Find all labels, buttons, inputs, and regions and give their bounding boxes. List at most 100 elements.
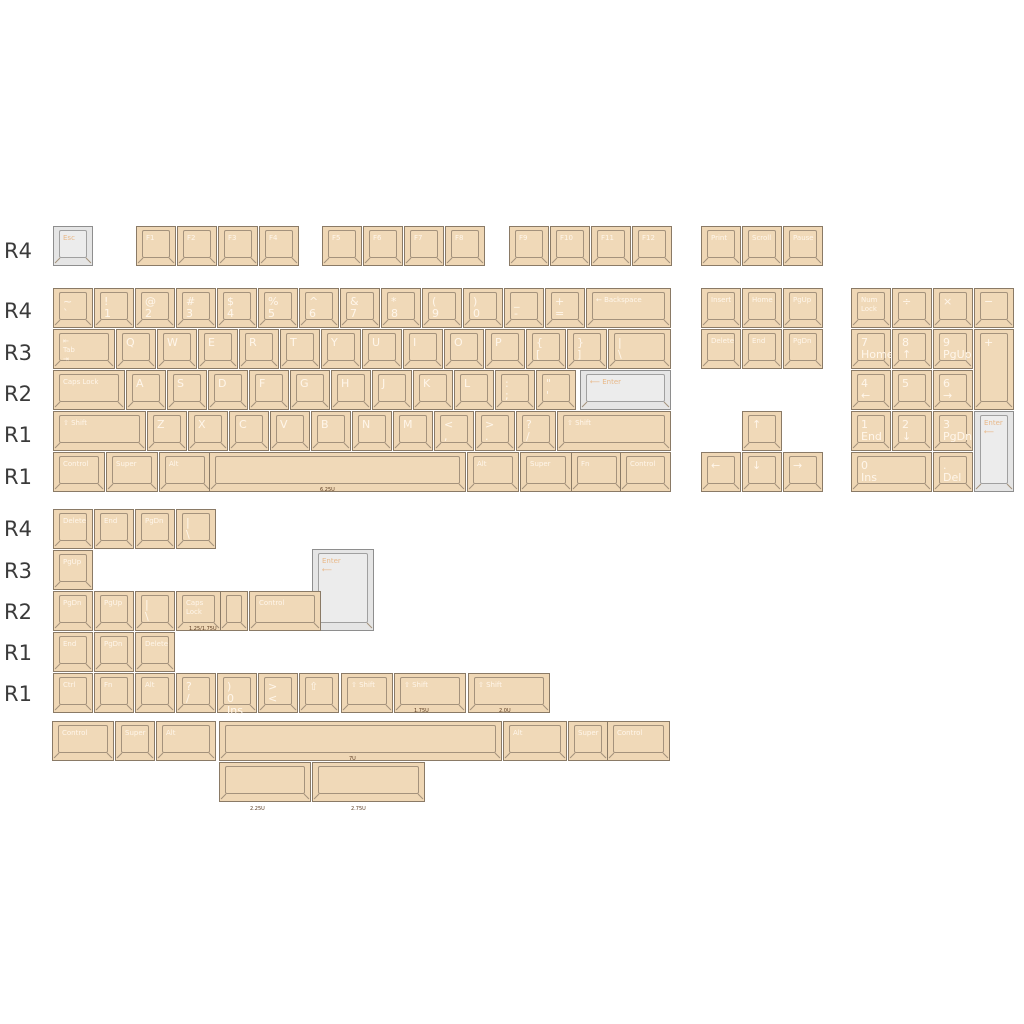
row-label: R4 [4,239,32,263]
keycap-bevel [250,371,288,409]
keycap-end: End [742,329,782,369]
keycap-bevel [158,330,196,368]
keycap-control: Control [607,721,670,761]
keycap-bevel [394,412,432,450]
keycap-bevel [127,371,165,409]
keycap-bevel [569,722,607,760]
keycap-minus: − [974,288,1014,328]
keycap-bevel [54,674,92,712]
keycap-bevel [743,227,781,265]
keycap-blank: $ 4 [217,288,257,328]
size-note: 1.25/1.75U [189,626,217,632]
keycap-bevel [136,592,174,630]
keycap-blank: ) 0 [463,288,503,328]
keycap-bevel [476,412,514,450]
keycap-bevel [934,330,972,368]
keycap-bevel [259,289,297,327]
keycap-bevel [496,371,534,409]
keycap-bevel [621,453,670,491]
keycap-bevel [221,592,247,630]
keycap-super: Super [115,721,155,761]
keycap-bevel [581,371,670,409]
keycap-bevel [136,510,174,548]
row-label: R3 [4,341,32,365]
keycap-pgdn: PgDn [94,632,134,672]
keycap-ctrl: Ctrl [53,673,93,713]
keycap-bevel [364,227,402,265]
keycap-bevel [260,227,298,265]
keycap-bevel [486,330,524,368]
keycap-pgup: PgUp [783,288,823,328]
keycap-bevel [537,371,575,409]
keycap-alt: Alt [467,452,519,492]
keycap-bevel [322,330,360,368]
size-note: 2.0U [499,708,511,714]
keycap-blank [312,762,425,802]
keycap-o: O [444,329,484,369]
keycap-bevel [743,412,781,450]
keycap-bevel [975,330,1013,409]
keycap-blank: % 5 [258,288,298,328]
size-note: 2.75U [351,806,366,812]
keycap-bevel [313,763,424,801]
keycap-n: N [352,411,392,451]
keycap-backspace: ← Backspace [586,288,671,328]
keycap-g: G [290,370,330,410]
keycap-f3: F3 [218,226,258,266]
keycap-bevel [107,453,157,491]
row-label: R1 [4,641,32,665]
keycap-blank: | \ [608,329,671,369]
keycap-blank [219,721,502,761]
keycap-f7: F7 [404,226,444,266]
keycap-l: L [454,370,494,410]
keycap-blank: " ' [536,370,576,410]
keycap-bevel [177,674,215,712]
keycap-shift: ⇧ Shift [394,673,466,713]
keycap-bevel [291,371,329,409]
keycap-bevel [136,633,174,671]
keycap-bevel [609,330,670,368]
keycap-bevel [395,674,465,712]
keycap-pgdn: PgDn [783,329,823,369]
keycap-bevel [784,289,822,327]
keycap-x: X [188,411,228,451]
keycap-z: Z [147,411,187,451]
keycap-f5: F5 [322,226,362,266]
keycap-bevel [363,330,401,368]
keycap-bevel [160,453,210,491]
keycap-bevel [54,633,92,671]
keycap-blank: ~ ` [53,288,93,328]
keycap-blank [220,591,248,631]
keycap-bevel [250,592,320,630]
keycap-blank: ! 1 [94,288,134,328]
keycap-caps-lock: Caps Lock [53,370,125,410]
keycap-bevel [852,412,890,450]
keycap-bevel [517,412,555,450]
keycap-blank: ? / [176,673,216,713]
keycap-bevel [54,510,92,548]
keycap-bevel [220,722,501,760]
keycap-num: Num Lock [851,288,891,328]
keycap-s: S [167,370,207,410]
keycap-bevel [313,550,373,630]
keycap-bevel [54,371,124,409]
keycap-e: E [198,329,238,369]
keycap-bevel [852,330,890,368]
keycap-alt: Alt [156,721,216,761]
keycap-f9: F9 [509,226,549,266]
keycap-blank: # 3 [176,288,216,328]
keycap-blank: & 7 [340,288,380,328]
keycap-bevel [743,453,781,491]
keycap-plus: + [974,329,1014,410]
size-note: 7U [349,756,356,762]
keycap-blank: . Del [933,452,973,492]
keycap-arrow-left: ← [701,452,741,492]
keycap-bevel [446,227,484,265]
keycap-bevel [168,371,206,409]
keycap-blank: > . [475,411,515,451]
keycap-bevel [218,289,256,327]
keycap-enter: Enter ⟵ [312,549,374,631]
keycap-u: U [362,329,402,369]
keycap-bevel [300,674,338,712]
